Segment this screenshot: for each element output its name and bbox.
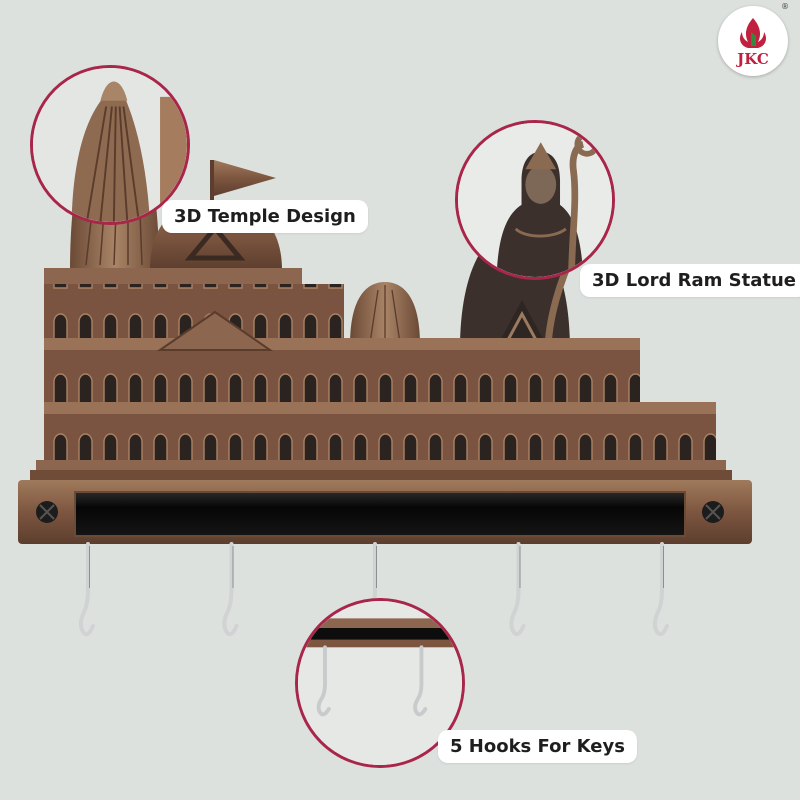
name-plate xyxy=(74,491,686,537)
zoom-circle-ram-statue xyxy=(455,120,615,280)
key-hook xyxy=(652,542,669,637)
brand-logo: JKC xyxy=(718,6,788,76)
key-hook xyxy=(78,542,95,637)
flame-icon xyxy=(740,18,766,48)
label-temple-design: 3D Temple Design xyxy=(162,200,368,233)
key-hook xyxy=(509,542,526,637)
screw-left xyxy=(36,501,58,523)
registered-mark: ® xyxy=(781,2,789,11)
temple-facade xyxy=(30,268,732,480)
label-ram-statue: 3D Lord Ram Statue xyxy=(580,264,800,297)
key-hook xyxy=(222,542,239,637)
label-hooks-for-keys: 5 Hooks For Keys xyxy=(438,730,637,763)
screw-right xyxy=(702,501,724,523)
temple-flag xyxy=(214,160,276,196)
logo-text: JKC xyxy=(737,50,769,68)
house-icon xyxy=(751,32,756,46)
zoom-circle-hooks xyxy=(295,598,465,768)
